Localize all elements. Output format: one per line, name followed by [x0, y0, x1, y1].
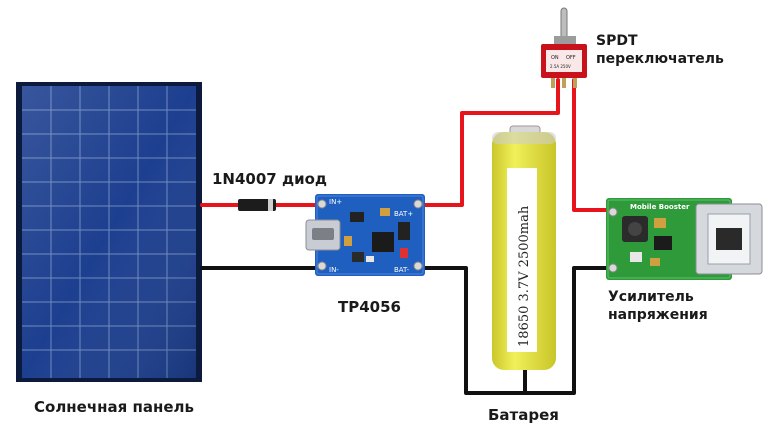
solar-panel-label: Солнечная панель — [34, 398, 194, 416]
booster-print: Mobile Booster — [630, 203, 690, 211]
solar-panel — [16, 82, 202, 382]
spdt-switch: ON OFF 2.5A 250V — [541, 7, 587, 88]
pin-bat-plus: BAT+ — [394, 210, 413, 218]
battery-label: Батарея — [488, 406, 559, 424]
switch-rating-label: 2.5A 250V — [550, 64, 571, 69]
charger-board: IN+ IN- BAT+ BAT- — [305, 194, 425, 276]
wires — [200, 78, 614, 395]
battery: 18650 3.7V 2500mah — [492, 125, 556, 370]
booster-label-line1: Усилитель — [608, 289, 694, 305]
diode-label: 1N4007 диод — [212, 170, 328, 188]
switch-label-line2: переключатель — [596, 51, 724, 67]
wire-booster-negative — [523, 266, 614, 395]
switch-on-label: ON — [551, 55, 559, 61]
pin-in-plus: IN+ — [329, 198, 342, 206]
charger-ic — [372, 232, 394, 252]
wire-charger-negative — [416, 266, 527, 395]
booster-label-line2: напряжения — [608, 307, 708, 323]
pin-in-minus: IN- — [329, 266, 339, 274]
battery-print: 18650 3.7V 2500mah — [517, 205, 532, 347]
pin-bat-minus: BAT- — [394, 266, 410, 274]
diode — [238, 199, 276, 211]
switch-off-label: OFF — [566, 55, 576, 61]
charger-label: TP4056 — [338, 298, 401, 316]
booster-board: Mobile Booster — [606, 198, 763, 280]
wire-battery-positive — [416, 78, 560, 207]
wire-switch-to-booster — [572, 78, 614, 212]
switch-label-line1: SPDT — [596, 33, 638, 49]
